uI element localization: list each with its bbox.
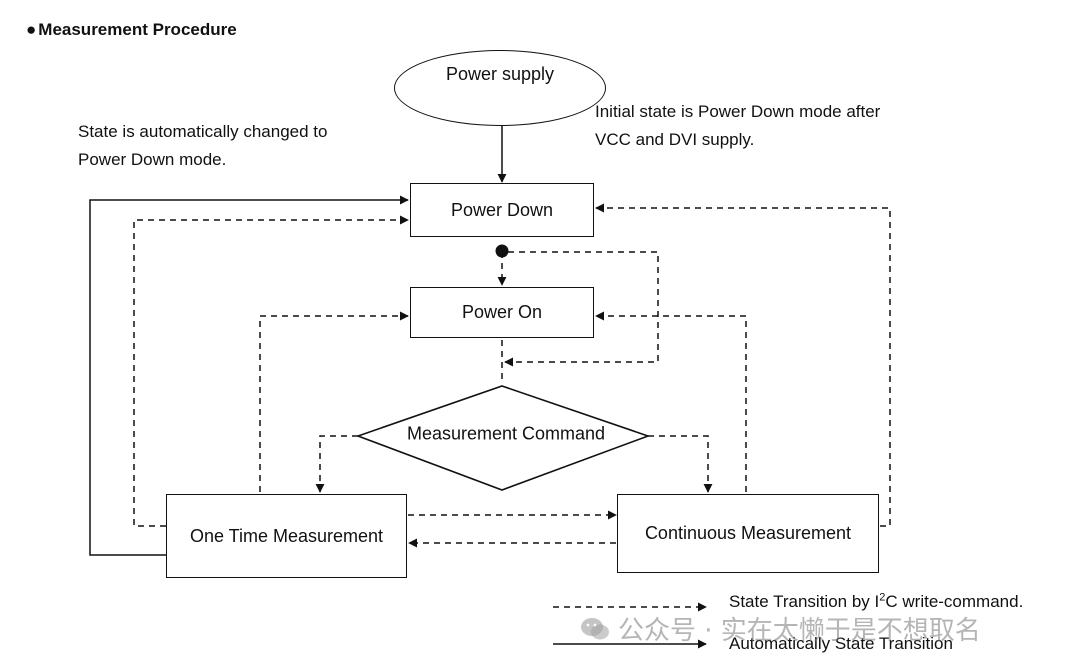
continuous-measurement-node: Continuous Measurement: [617, 494, 879, 573]
legend-dashed-sup: 2: [879, 591, 886, 604]
continuous-to-poweron-dashed: [595, 311, 747, 492]
initial-state-note-line1: Initial state is Power Down mode after: [595, 102, 881, 121]
continuous-measurement-label: Continuous Measurement: [644, 523, 852, 543]
power-on-node: Power On: [410, 287, 594, 338]
wechat-icon: [580, 616, 610, 642]
measurement-command-label: Measurement Command: [406, 423, 606, 444]
onetime-to-poweron-dashed: [259, 311, 409, 492]
power-supply-label: Power supply: [445, 64, 555, 84]
measurement-command-diamond: [355, 385, 651, 491]
continuous-to-powerdown-dashed: [595, 203, 891, 527]
one-time-measurement-label: One Time Measurement: [189, 525, 384, 546]
legend-dashed-before: State Transition by I: [729, 592, 880, 611]
power-down-node: Power Down: [410, 183, 594, 237]
watermark: 公众号 · 实在太懒于是不想取名: [580, 610, 981, 647]
auto-change-note: State is automatically changed to Power …: [78, 118, 327, 174]
power-on-label: Power On: [461, 302, 543, 322]
onetime-auto-return-arrow: [89, 195, 409, 556]
section-title: Measurement Procedure: [38, 20, 237, 39]
power-down-label: Power Down: [450, 199, 554, 220]
legend-solid-text: Automatically State Transition: [729, 634, 953, 653]
legend-dashed-text: State Transition by I2C write-command.: [729, 592, 1023, 612]
one-time-measurement-node: One Time Measurement: [166, 494, 407, 578]
command-to-onetime-dashed: [315, 435, 358, 493]
power-supply-node: Power supply: [394, 50, 606, 126]
auto-change-note-line1: State is automatically changed to: [78, 122, 328, 141]
legend-dashed-after: C write-command.: [885, 592, 1024, 611]
initial-state-note: Initial state is Power Down mode after V…: [595, 98, 880, 154]
section-heading: ● Measurement Procedure: [26, 20, 237, 40]
initial-state-note-line2: VCC and DVI supply.: [595, 130, 755, 149]
command-to-continuous-dashed: [648, 435, 713, 493]
auto-change-note-line2: Power Down mode.: [78, 150, 227, 169]
watermark-text: 公众号 · 实在太懒于是不想取名: [618, 616, 981, 646]
onetime-to-powerdown-dashed: [133, 215, 409, 527]
branch-dot: [495, 244, 509, 258]
bullet-icon: ●: [26, 20, 37, 39]
